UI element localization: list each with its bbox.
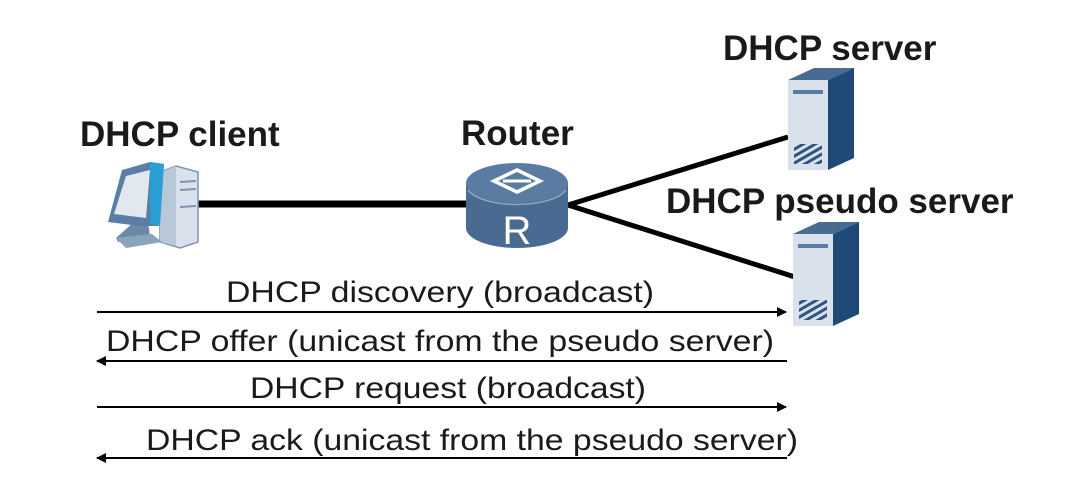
server-icon <box>788 68 854 170</box>
server-label: DHCP server <box>723 29 937 68</box>
router-icon: R <box>466 163 568 253</box>
pseudo-server-label: DHCP pseudo server <box>666 182 1014 221</box>
message-offer: DHCP offer (unicast from the pseudo serv… <box>96 325 787 366</box>
router-glyph: R <box>503 209 532 253</box>
link-router-server <box>567 134 789 208</box>
message-label: DHCP request (broadcast) <box>250 372 646 405</box>
message-label: DHCP offer (unicast from the pseudo serv… <box>106 325 774 358</box>
message-label: DHCP discovery (broadcast) <box>226 276 654 309</box>
message-ack: DHCP ack (unicast from the pseudo server… <box>96 424 798 463</box>
server-icon <box>793 222 859 326</box>
message-request: DHCP request (broadcast) <box>97 372 787 412</box>
message-label: DHCP ack (unicast from the pseudo server… <box>146 424 798 457</box>
link-router-pseudo-server <box>567 202 796 280</box>
client-label: DHCP client <box>80 115 280 154</box>
router-label: Router <box>461 114 574 153</box>
computer-icon <box>108 162 199 249</box>
message-discovery: DHCP discovery (broadcast) <box>97 276 787 317</box>
